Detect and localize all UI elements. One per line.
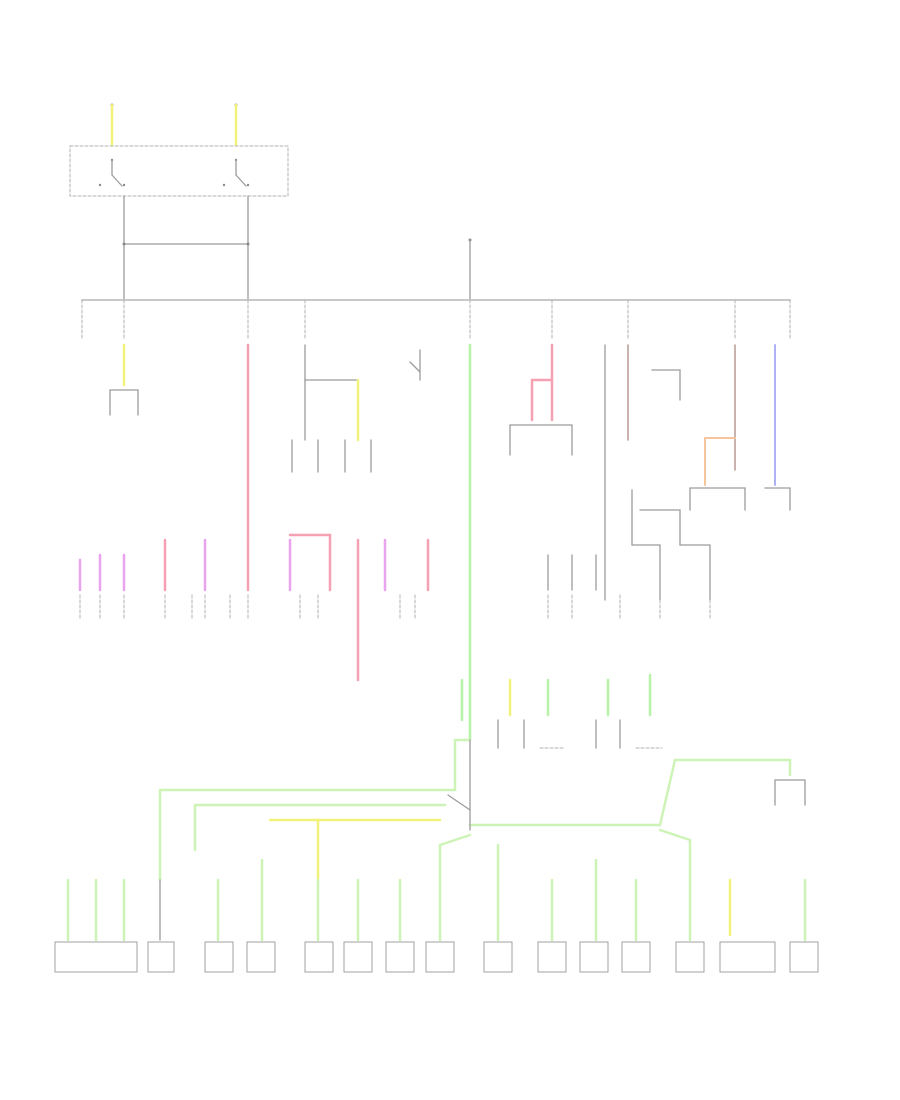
relay-group-right	[509, 343, 606, 601]
battery-feed-center	[468, 238, 472, 301]
bottom-connectors	[54, 941, 819, 973]
component-right-box	[774, 779, 806, 806]
left-yellow-feed	[109, 343, 139, 416]
relay-group-left	[291, 344, 372, 473]
switch-symbol	[409, 349, 421, 381]
junction-gray	[447, 739, 471, 831]
fuse-row	[81, 299, 791, 341]
bottom-row-wires	[66, 858, 807, 942]
ignition-switch	[69, 145, 289, 197]
battery-source-left	[110, 103, 114, 147]
lower-middle-green-group	[460, 673, 663, 749]
green-routing-network	[158, 738, 792, 942]
mid-drop-row-left	[78, 533, 430, 682]
mid-drop-row-left-dashes	[79, 594, 416, 621]
relay-group-far-right	[627, 344, 791, 511]
far-right-gray-branches	[631, 489, 711, 601]
battery-source-right	[234, 103, 238, 147]
mid-drop-row-right	[547, 554, 711, 621]
ignition-outputs	[122, 195, 250, 301]
